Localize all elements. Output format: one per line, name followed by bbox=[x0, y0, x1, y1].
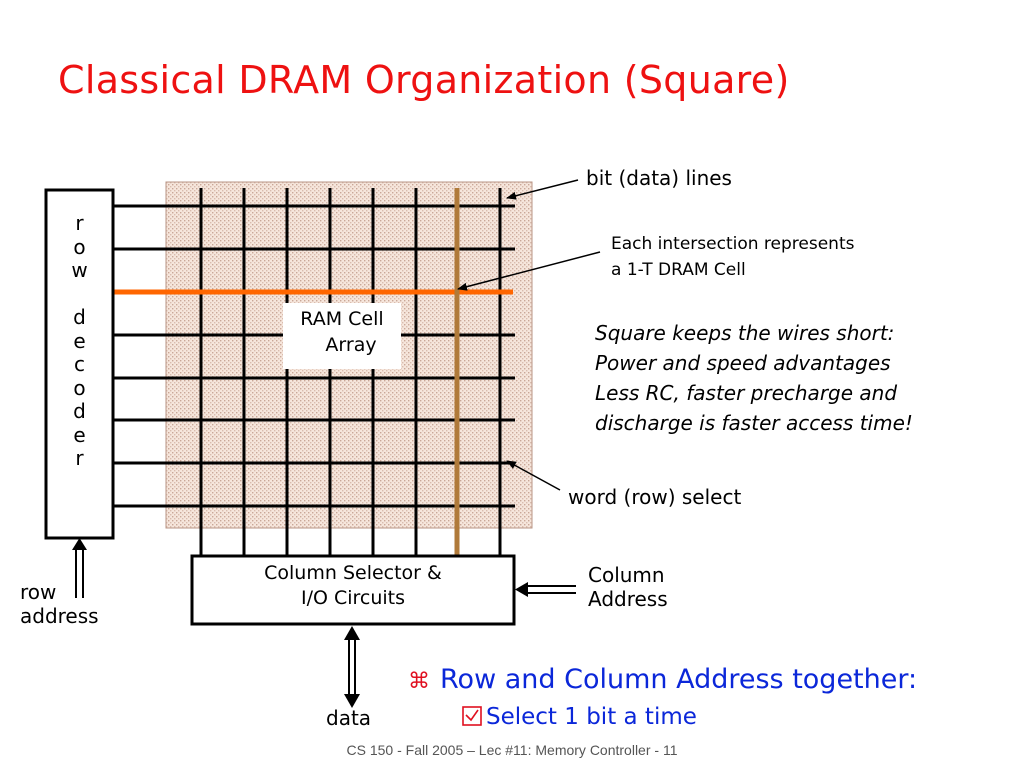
column-selector bbox=[190, 554, 516, 626]
column-address-line-1: Column bbox=[588, 563, 665, 587]
note-line: discharge is faster access time! bbox=[595, 411, 913, 435]
command-glyph-icon: ⌘ bbox=[408, 669, 430, 694]
note-line: Power and speed advantages bbox=[595, 351, 891, 375]
bit-lines-label: bit (data) lines bbox=[586, 166, 732, 190]
column-selector-line-2: I/O Circuits bbox=[300, 587, 406, 609]
row-decoder-letter: w bbox=[71, 258, 88, 282]
intersection-pointer bbox=[457, 251, 601, 291]
bullet-main: ⌘ Row and Column Address together: bbox=[408, 664, 917, 695]
row-decoder-letter: r bbox=[75, 211, 84, 235]
row-address-line-1: row bbox=[20, 580, 57, 604]
row-decoder-letter: e bbox=[73, 422, 86, 447]
array-label-line-2: Array bbox=[325, 334, 377, 356]
bullet-main-text: Row and Column Address together: bbox=[440, 664, 918, 695]
data-label: data bbox=[326, 706, 372, 730]
column-selector-label: Column Selector & I/O Circuits bbox=[192, 561, 514, 611]
column-address-label: Column Address bbox=[588, 563, 668, 611]
row-decoder-letter: r bbox=[75, 446, 84, 470]
array-label-box bbox=[283, 303, 401, 369]
row-decoder-label: r o w d e c o d e r bbox=[46, 211, 113, 471]
array-label-line-1: RAM Cell bbox=[300, 308, 384, 330]
checkbox-icon bbox=[462, 706, 482, 732]
word-select-label: word (row) select bbox=[568, 485, 742, 509]
row-decoder-letter: c bbox=[74, 352, 85, 376]
intersection-line-1: Each intersection represents bbox=[611, 234, 855, 254]
word-select-pointer bbox=[506, 460, 561, 491]
bullet-sub-text: Select 1 bit a time bbox=[486, 704, 697, 730]
row-decoder-letter: d bbox=[73, 399, 86, 423]
column-selector-line-1: Column Selector & bbox=[264, 562, 442, 584]
intersection-line-2: a 1-T DRAM Cell bbox=[611, 260, 746, 280]
row-address-arrow bbox=[72, 538, 87, 598]
slide-footer: CS 150 - Fall 2005 – Lec #11: Memory Con… bbox=[346, 742, 678, 758]
bit-lines-pointer bbox=[506, 179, 579, 200]
bullet-sub: Select 1 bit a time bbox=[462, 704, 697, 732]
row-decoder-letter: e bbox=[73, 328, 86, 353]
ram-cell-array-label: RAM Cell Array bbox=[283, 306, 401, 358]
column-address-arrow bbox=[515, 582, 576, 597]
row-address-line-2: address bbox=[20, 604, 99, 628]
row-decoder-letter: o bbox=[73, 375, 86, 400]
row-decoder-letter bbox=[46, 283, 113, 307]
slide-title: Classical DRAM Organization (Square) bbox=[58, 58, 790, 102]
word-lines bbox=[113, 204, 515, 508]
note-line: Less RC, faster precharge and bbox=[595, 381, 898, 405]
intersection-label: Each intersection represents a 1-T DRAM … bbox=[611, 231, 854, 283]
row-decoder-letter: d bbox=[73, 305, 86, 329]
row-decoder-letter: o bbox=[73, 234, 86, 259]
notes: Square keeps the wires short: Power and … bbox=[595, 318, 913, 438]
note-line: Square keeps the wires short: bbox=[595, 321, 895, 345]
column-address-line-2: Address bbox=[588, 587, 668, 611]
row-address-label: row address bbox=[20, 580, 99, 628]
data-arrow bbox=[344, 626, 360, 708]
